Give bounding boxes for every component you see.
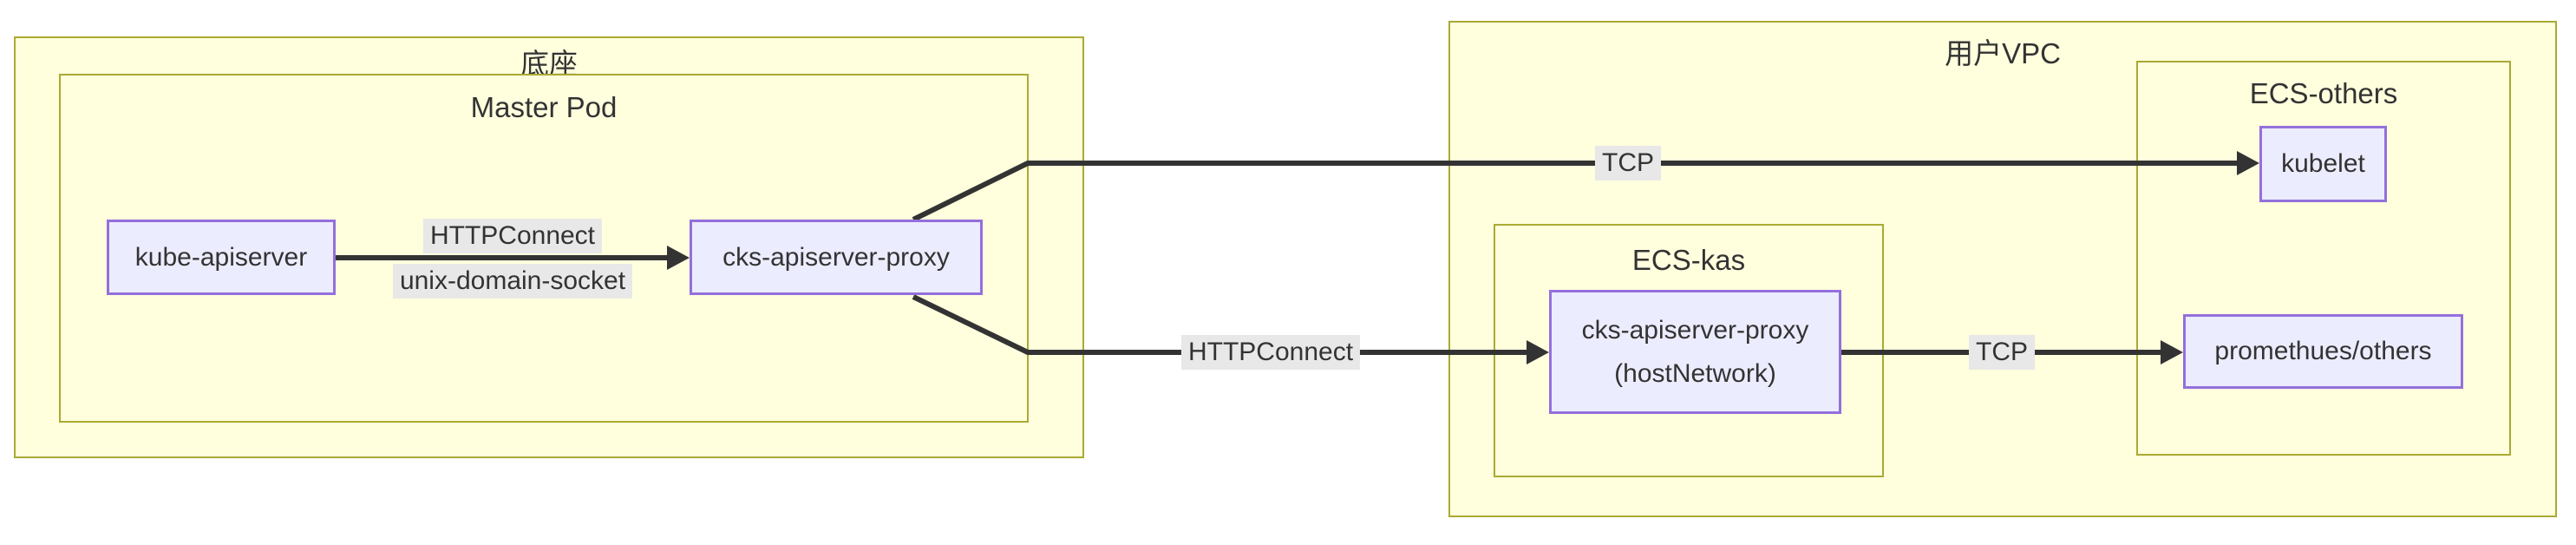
edge-label-tcp-kubelet: TCP — [1595, 146, 1661, 181]
node-cks-apiserver-proxy-hostnetwork-label-line1: cks-apiserver-proxy — [1581, 315, 1809, 345]
edge-kube-apiserver-to-cks-apiserver-proxy — [336, 246, 690, 270]
edge-label-httpconnect-line: HTTPConnect — [422, 219, 603, 253]
node-kubelet-label: kubelet — [2281, 149, 2365, 178]
node-cks-apiserver-proxy-hostnetwork: cks-apiserver-proxy (hostNetwork) — [1549, 290, 1841, 414]
edge-label-tcp-promethues-text: TCP — [1969, 335, 2035, 370]
edge-label-httpconnect-bottom: HTTPConnect — [1180, 335, 1361, 370]
edge-cks-apiserver-proxy-to-host-proxy — [912, 294, 1549, 364]
edge-label-httpconnect-unix-domain-socket: HTTPConnect unix-domain-socket — [392, 219, 633, 299]
node-kube-apiserver: kube-apiserver — [107, 220, 336, 295]
edge-cks-apiserver-proxy-to-kubelet — [912, 151, 2259, 222]
node-kube-apiserver-label: kube-apiserver — [134, 242, 308, 272]
node-promethues-others-label: promethues/others — [2214, 337, 2432, 365]
cluster-user-vpc-title: 用户VPC — [1945, 37, 2061, 69]
node-kubelet: kubelet — [2259, 126, 2387, 202]
cluster-ecs-kas-title: ECS-kas — [1631, 244, 1746, 276]
cluster-ecs-others-title: ECS-others — [2249, 77, 2398, 109]
edge-label-tcp-kubelet-text: TCP — [1595, 146, 1661, 181]
edge-label-tcp-promethues: TCP — [1969, 335, 2035, 370]
node-cks-apiserver-proxy-label: cks-apiserver-proxy — [722, 242, 950, 272]
edge-label-unix-domain-socket-line: unix-domain-socket — [392, 264, 633, 299]
node-cks-apiserver-proxy-hostnetwork-label-line2: (hostNetwork) — [1614, 358, 1776, 388]
node-cks-apiserver-proxy: cks-apiserver-proxy — [690, 220, 983, 295]
cluster-master-pod-title: Master Pod — [470, 91, 618, 123]
node-promethues-others: promethues/others — [2183, 314, 2463, 389]
edge-label-httpconnect-bottom-text: HTTPConnect — [1180, 335, 1361, 370]
